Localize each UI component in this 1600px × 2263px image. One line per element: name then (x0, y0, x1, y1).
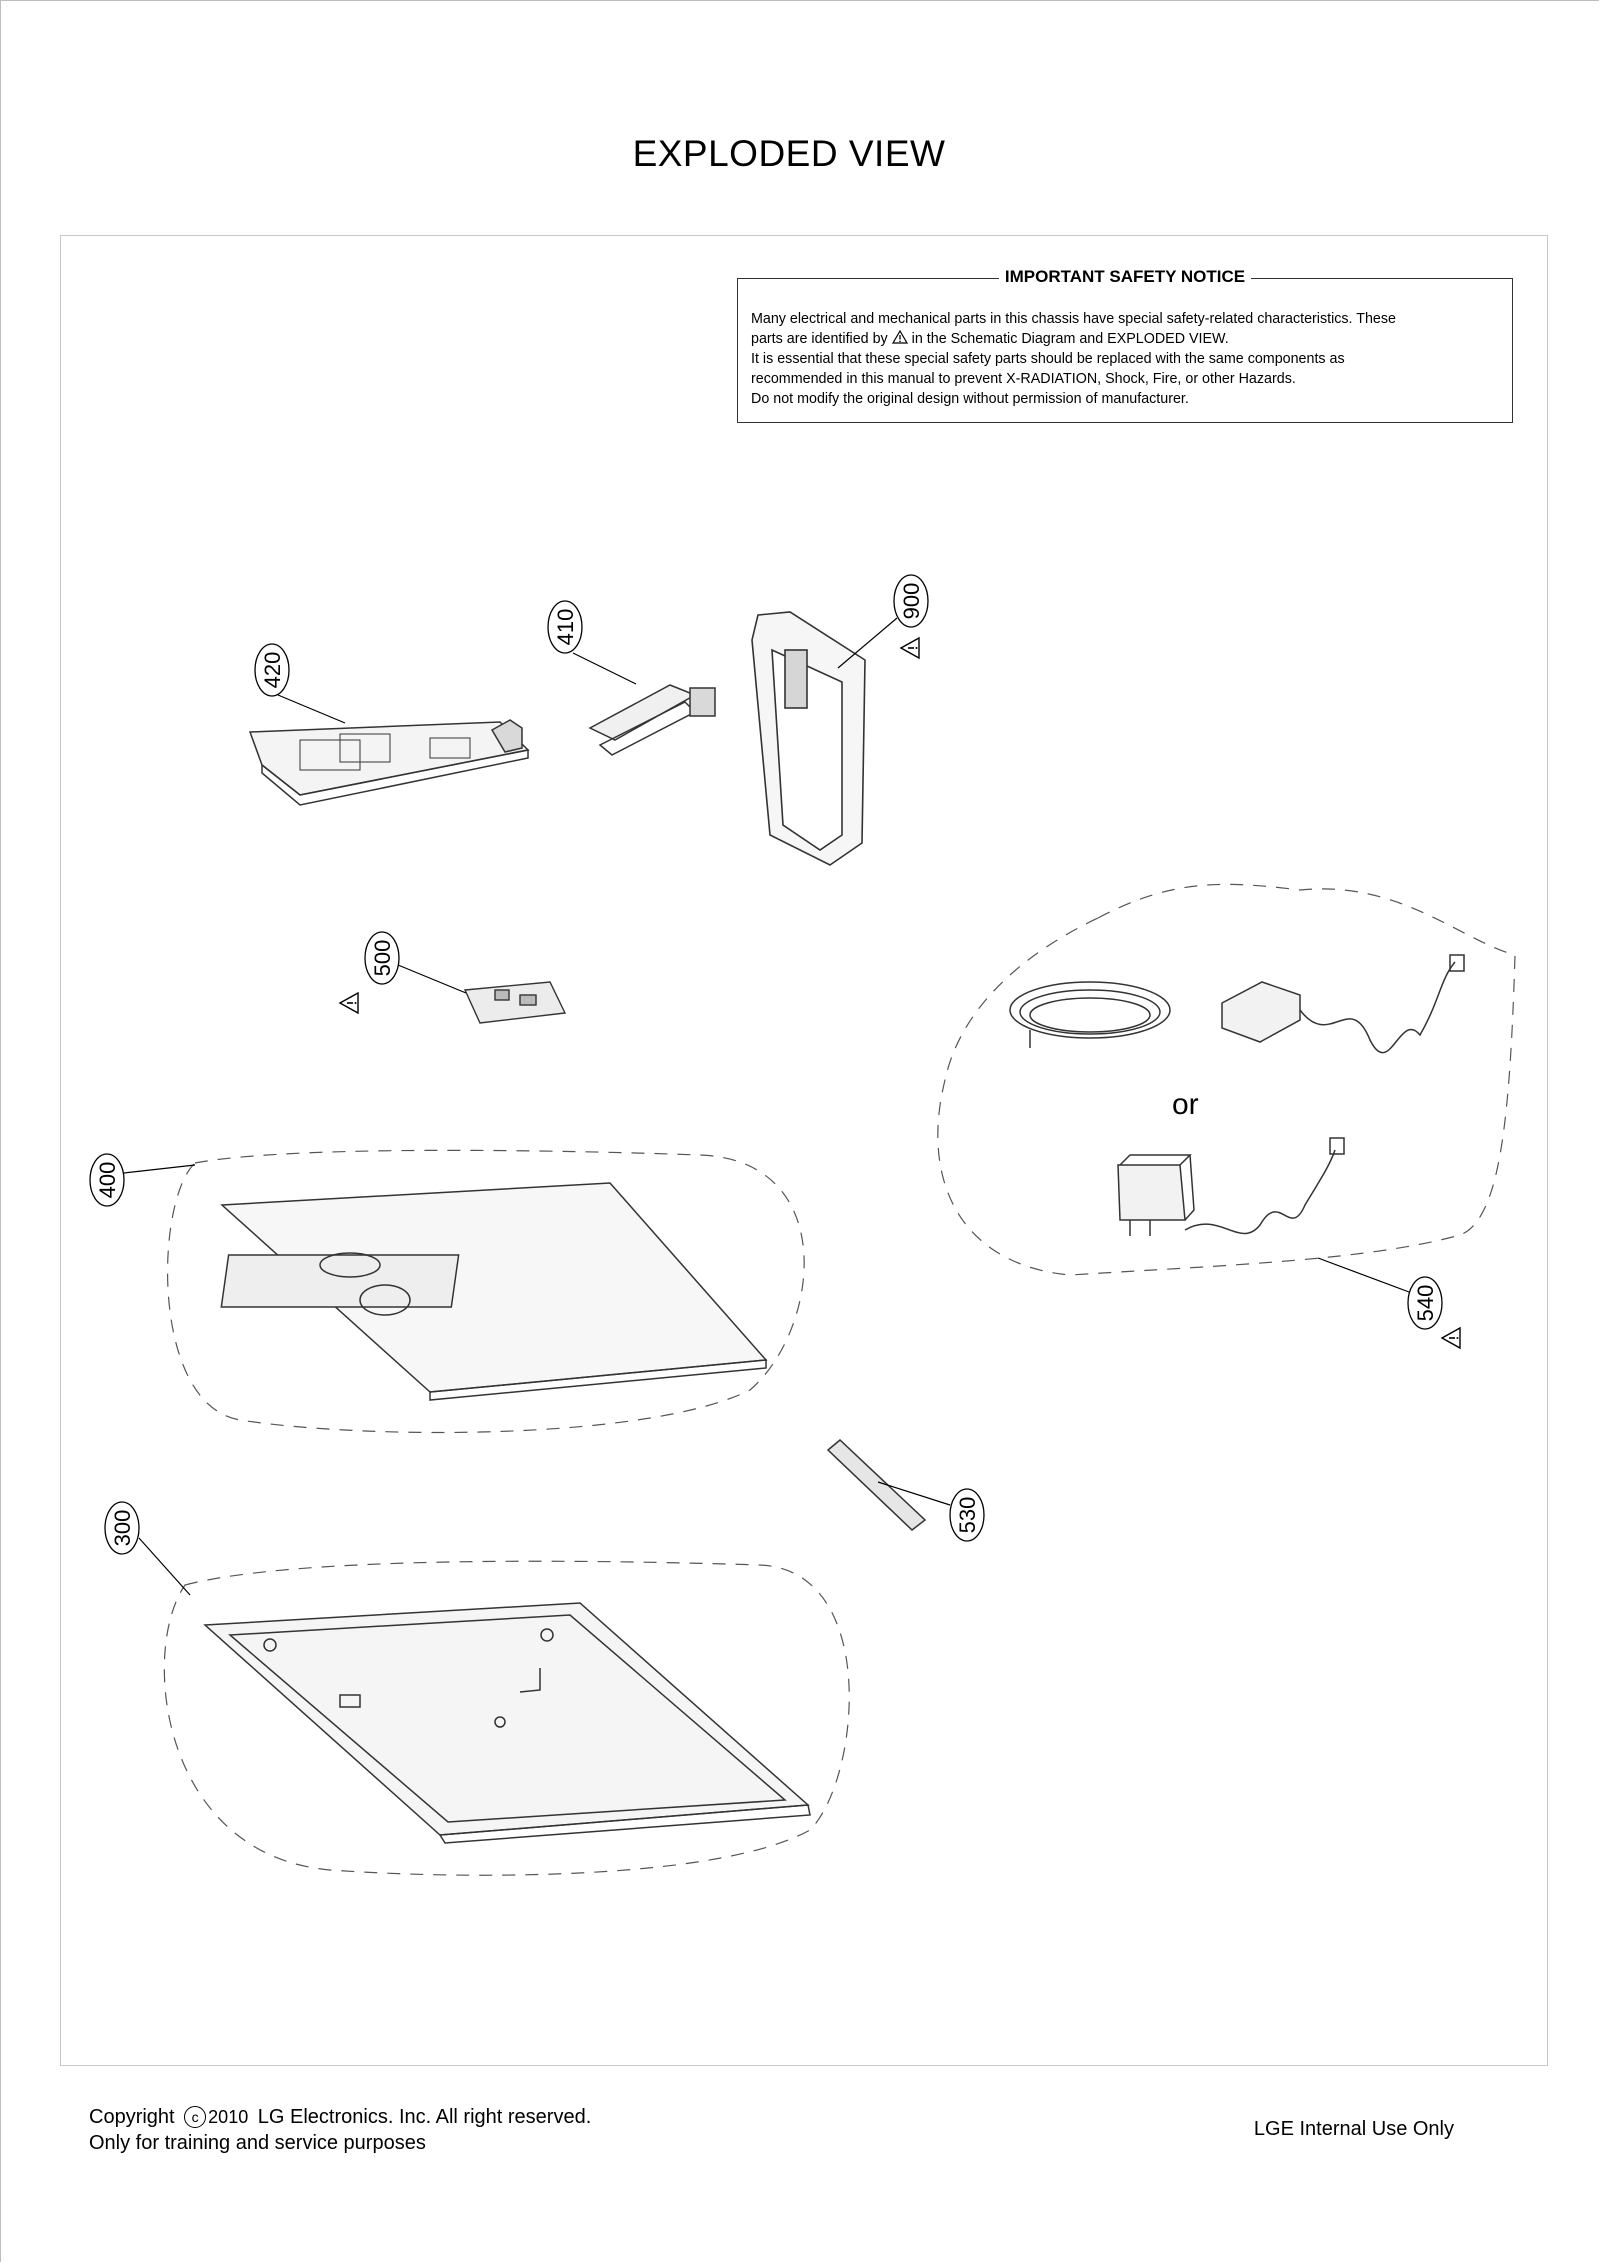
part-number-500: 500 (370, 940, 395, 977)
callout-900: 900 (837, 574, 929, 669)
warning-triangle-icon (339, 992, 359, 1014)
callout-300: 300 (104, 1501, 191, 1596)
part-530-side-bracket (826, 1438, 927, 1531)
callout-410: 410 (547, 600, 637, 685)
part-number-540: 540 (1413, 1285, 1438, 1322)
callout-530: 530 (877, 1481, 985, 1542)
copyright-icon: c (184, 2106, 207, 2128)
footer-purpose: Only for training and service purposes (89, 2132, 426, 2154)
footer-internal-use: LGE Internal Use Only (1253, 2118, 1454, 2140)
part-number-900: 900 (899, 583, 924, 620)
part-number-410: 410 (553, 609, 578, 646)
safety-notice-box: IMPORTANT SAFETY NOTICE Many electrical … (737, 267, 1513, 423)
part-400-back-cover (166, 1149, 805, 1434)
alternative-or-label: or (1172, 1088, 1199, 1121)
part-420-stand-base (248, 719, 530, 806)
notice-line-3: It is essential that these special safet… (751, 351, 1345, 367)
callout-420: 420 (254, 643, 346, 724)
page-title: EXPLODED VIEW (632, 133, 946, 174)
notice-line-5: Do not modify the original design withou… (751, 391, 1189, 407)
callout-500: 500 (339, 931, 467, 1014)
copyright-year: 2010 (208, 2107, 249, 2127)
part-900-stand-body (751, 611, 866, 866)
part-number-530: 530 (955, 1497, 980, 1534)
notice-line-4: recommended in this manual to prevent X-… (751, 371, 1296, 387)
part-410-hinge (588, 684, 716, 756)
part-number-300: 300 (110, 1510, 135, 1547)
warning-triangle-icon (1441, 1327, 1461, 1349)
part-540-power-adapter (937, 883, 1516, 1276)
notice-line-1: Many electrical and mechanical parts in … (751, 311, 1396, 327)
drawing-frame (60, 235, 1548, 2066)
callout-400: 400 (89, 1153, 196, 1207)
warning-triangle-icon (900, 637, 920, 659)
safety-notice-body: Many electrical and mechanical parts in … (751, 309, 1499, 409)
safety-notice-heading: IMPORTANT SAFETY NOTICE (998, 267, 1252, 286)
notice-line-2: parts are identified by in the Schematic… (751, 330, 1229, 347)
callout-540: 540 (1317, 1257, 1461, 1349)
part-300-front-cabinet (163, 1560, 850, 1876)
part-number-420: 420 (260, 652, 285, 689)
warning-triangle-icon (891, 330, 908, 344)
part-number-400: 400 (95, 1162, 120, 1199)
part-500-pcb (463, 981, 567, 1024)
